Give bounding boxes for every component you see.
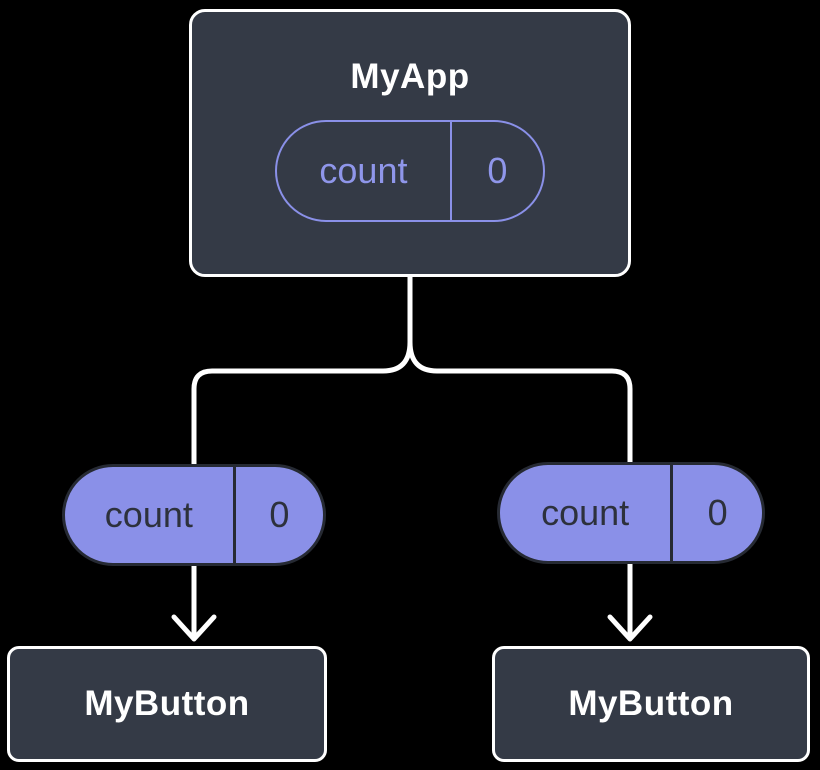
state-value-label: 0 [449,122,543,220]
child-component-title: MyButton [84,684,250,723]
root-component-node: MyApp count 0 [189,9,631,277]
prop-name-label: count [541,492,630,533]
edge-root-to-right-child [407,341,633,637]
root-component-title: MyApp [350,57,470,96]
left-child-component-node: MyButton [7,646,327,762]
edge-root-to-left-child [191,341,413,637]
prop-value-label: 0 [232,467,323,563]
root-state-pill: count 0 [275,120,545,222]
prop-name-label: count [104,494,193,535]
state-name-label: count [319,150,408,191]
right-child-component-node: MyButton [492,646,810,762]
arrowhead-right-icon [607,614,653,642]
child-component-title: MyButton [568,684,734,723]
right-prop-pill: count 0 [497,462,765,564]
left-prop-pill: count 0 [62,464,326,566]
arrowhead-left-icon [171,614,217,642]
prop-value-label: 0 [670,465,762,561]
